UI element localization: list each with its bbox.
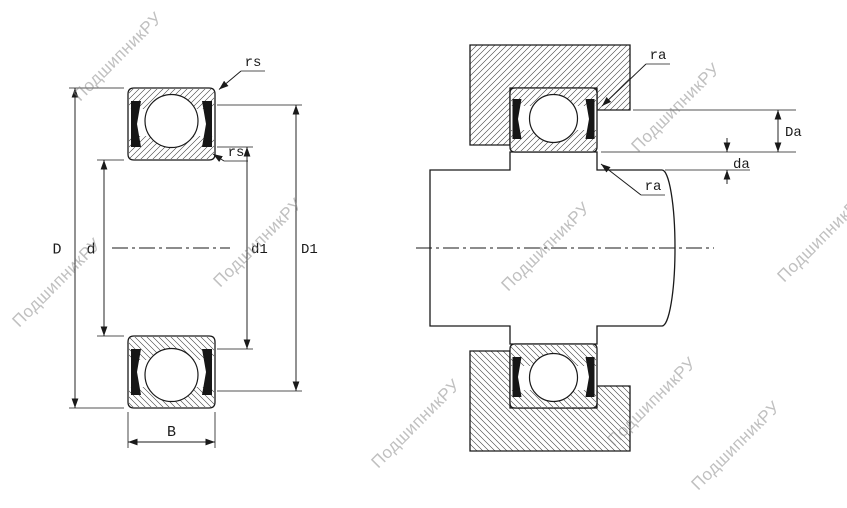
dimension-d1: d1: [217, 146, 268, 350]
bearing-bottom-section: [127, 335, 216, 409]
bearing-cross-section-view: D d d1 D1 B: [52, 55, 318, 448]
dim-label-D: D: [52, 242, 61, 259]
ball: [528, 93, 579, 144]
mounted-bearing-bottom-section: [509, 343, 598, 409]
ball: [144, 93, 199, 149]
dim-label-rs-outer: rs: [245, 55, 262, 71]
seal-right: [202, 101, 212, 147]
mounted-bearing-top-section: [509, 87, 598, 153]
dimension-D: D: [52, 87, 124, 409]
seal-left: [131, 101, 141, 147]
seal-right: [585, 99, 595, 139]
dim-label-rs-inner: rs: [228, 145, 245, 161]
dim-label-da: da: [733, 157, 750, 173]
bearing-top-section: [127, 87, 216, 161]
mounting-diagram-view: ra ra Da da: [416, 44, 802, 452]
dim-label-B: B: [167, 424, 176, 441]
dim-label-d1: d1: [251, 242, 268, 258]
dimension-Da: Da: [601, 109, 802, 153]
dim-label-Da: Da: [785, 125, 802, 141]
callout-ra-shaft: ra: [600, 163, 665, 196]
dimension-D1: D1: [217, 104, 318, 392]
dim-label-ra-housing: ra: [650, 48, 667, 64]
dimension-da: da: [665, 138, 750, 184]
dimension-d: d: [86, 159, 124, 337]
seal-left: [512, 99, 522, 139]
callout-rs-inner: rs: [212, 145, 248, 162]
dimension-B: B: [127, 412, 216, 448]
dim-label-ra-shaft: ra: [645, 179, 662, 195]
callout-rs-outer: rs: [218, 55, 265, 90]
callout-ra-housing: ra: [601, 48, 670, 107]
dim-label-d: d: [86, 242, 95, 259]
dim-label-D1: D1: [301, 242, 318, 258]
